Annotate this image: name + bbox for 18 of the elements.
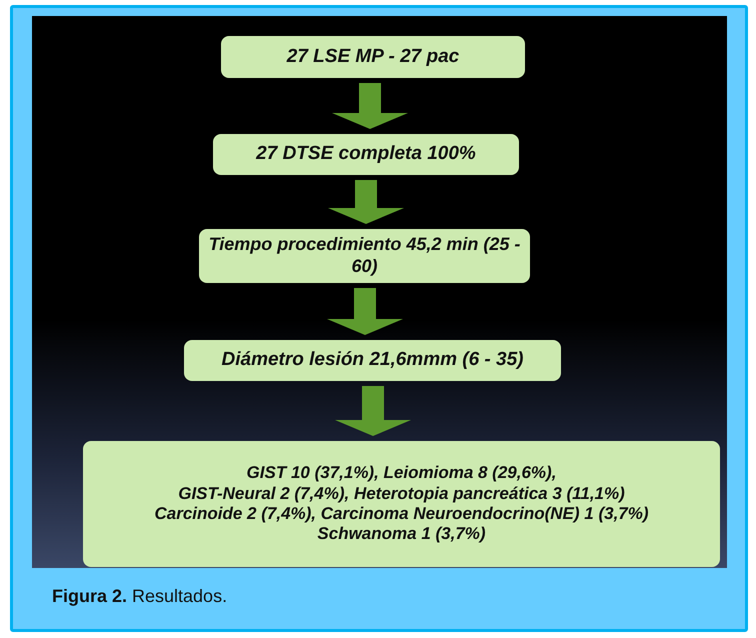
block-arrow (332, 83, 408, 129)
block-arrow (335, 386, 411, 436)
box-text: 27 DTSE completa 100% (256, 143, 476, 166)
process-box (221, 36, 525, 78)
process-box (199, 229, 530, 283)
block-arrow (328, 180, 404, 224)
box-text: GIST 10 (37,1%), Leiomioma 8 (29,6%), (246, 463, 556, 484)
box-text: Diámetro lesión 21,6mmm (6 - 35) (222, 349, 524, 372)
figure-caption: Figura 2. Resultados. (52, 586, 228, 607)
block-arrow (327, 288, 403, 335)
process-box (83, 441, 720, 567)
box-text: 27 LSE MP - 27 pac (286, 46, 460, 68)
process-box (184, 340, 561, 381)
box-text: Tiempo procedimiento 45,2 min (25 - 60) (208, 234, 522, 278)
box-text: Carcinoide 2 (7,4%), Carcinoma Neuroendocrino(NE) 1 (3,7%) (154, 504, 649, 524)
box-text: Schwanoma 1 (3,7%) (317, 524, 486, 545)
box-text: GIST-Neural 2 (7,4%), Heterotopia pancreática 3 (11,1%) (178, 484, 625, 504)
process-box (213, 134, 519, 175)
